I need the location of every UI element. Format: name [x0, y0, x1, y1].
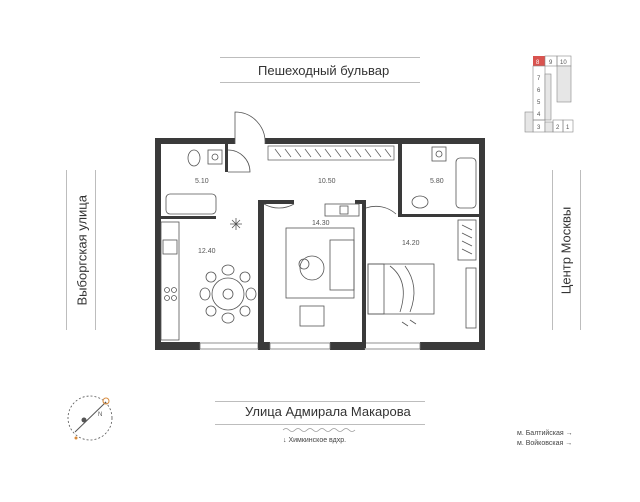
reservoir-note: ↓ Химкинское вдхр. [283, 437, 347, 444]
bottom-street-rule-lower [215, 424, 425, 425]
area-kitchen: 12.40 [198, 248, 216, 255]
section-7: 7 [537, 76, 541, 82]
street-bottom: Улица Адмирала Макарова [245, 404, 411, 419]
entrance-door [234, 111, 266, 145]
area-bedroom: 14.20 [402, 240, 420, 247]
left-street-rule-b [95, 170, 96, 330]
bathroom1-fixtures [165, 149, 223, 215]
bathroom2-fixtures [411, 146, 477, 209]
compass-icon: N [67, 395, 113, 441]
bedroom-door [365, 205, 397, 215]
area-corridor: 10.50 [318, 178, 336, 185]
section-6: 6 [537, 88, 541, 94]
bottom-street-rule-upper [215, 401, 425, 402]
section-4: 4 [537, 112, 541, 118]
section-1: 1 [566, 125, 570, 131]
section-3: 3 [537, 125, 541, 131]
area-bathroom: 5.10 [195, 178, 209, 185]
outer-walls [155, 138, 485, 350]
top-street-rule-lower [220, 82, 420, 83]
interior-walls [161, 144, 479, 348]
section-10: 10 [560, 60, 567, 66]
water-wave [282, 428, 356, 432]
bathroom-door [227, 149, 251, 173]
metro-baltiyskaya: м. Балтийская → [517, 430, 573, 437]
windows [199, 342, 421, 350]
kitchen-fixtures [160, 218, 257, 341]
left-street-rule-a [66, 170, 67, 330]
bedroom-fixtures [367, 219, 477, 329]
right-street-rule-a [552, 170, 553, 330]
section-8: 8 [536, 60, 540, 66]
right-street-rule-b [580, 170, 581, 330]
section-2: 2 [556, 125, 560, 131]
area-bathroom2: 5.80 [430, 178, 444, 185]
top-street-rule-upper [220, 57, 420, 58]
living-fixtures [285, 203, 360, 327]
living-door [263, 203, 295, 209]
metro-voykovskaya: м. Войковская → [517, 440, 573, 447]
compass-marker: N [98, 412, 102, 418]
street-top: Пешеходный бульвар [258, 63, 390, 78]
corridor-wardrobe [267, 145, 395, 161]
area-living: 14.30 [312, 220, 330, 227]
building-minimap: 8 9 10 7 6 5 4 3 2 1 [524, 55, 574, 133]
section-9: 9 [549, 60, 553, 66]
section-5: 5 [537, 100, 541, 106]
